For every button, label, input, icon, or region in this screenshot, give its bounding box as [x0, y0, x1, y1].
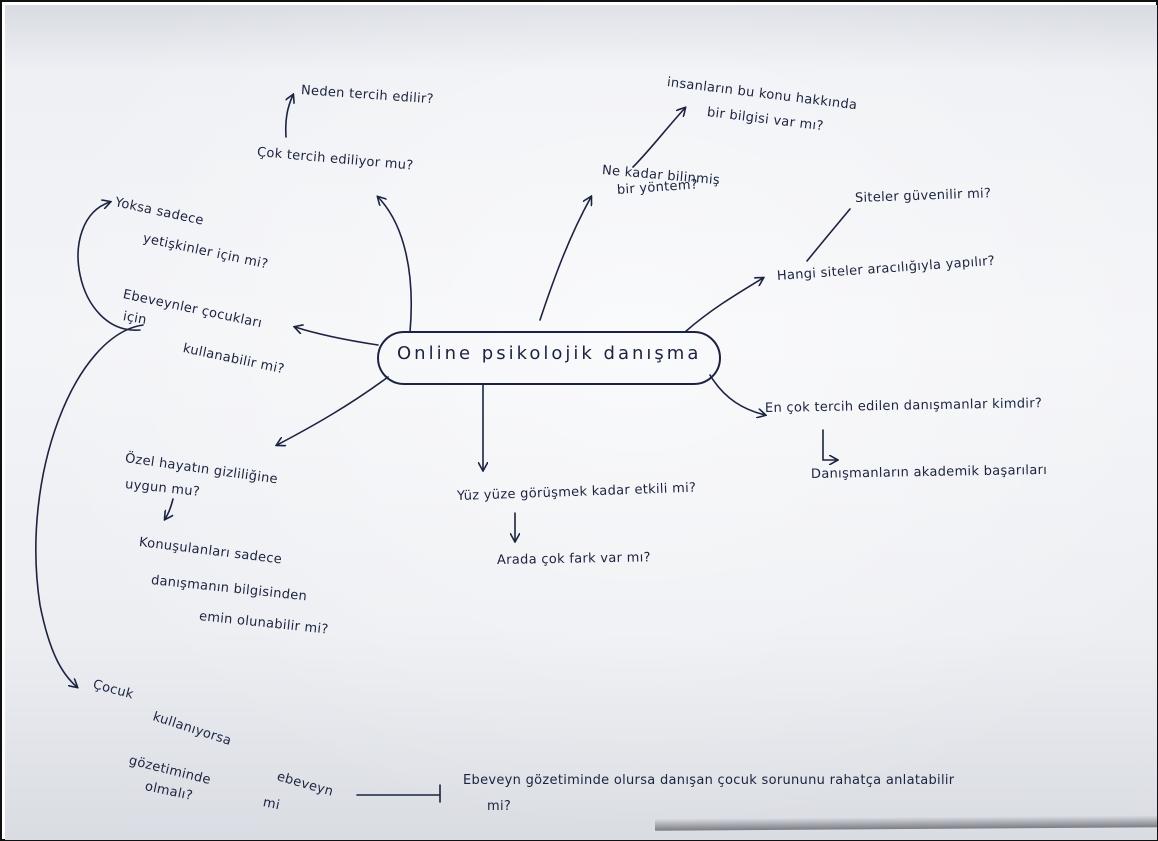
link-loop-yoksa [77, 202, 141, 331]
link-center-ne-kadar [539, 197, 591, 321]
link-encok-akademik [822, 429, 837, 460]
node-arada: Arada çok fark var mı? [496, 550, 651, 568]
link-center-ebeveyn [295, 327, 379, 346]
node-ebeveyn-gozetim-line2: mi? [487, 799, 512, 814]
link-loop-cocuk [35, 324, 144, 687]
link-ozel-konusulan [165, 498, 174, 519]
link-center-cok-tercih [378, 197, 413, 333]
link-cok-neden [284, 95, 293, 138]
node-cocuk-line5: mi [261, 795, 282, 814]
link-center-encok [709, 374, 765, 415]
link-hangi-siteler [806, 208, 851, 262]
link-center-ozel [277, 376, 389, 445]
link-nekadar-bilgi [632, 108, 685, 168]
mind-map-links [35, 5, 851, 803]
paper-sheet: Online psikolojik danışma Neden tercih e… [5, 5, 1157, 840]
node-ebeveyn-gozetim-line1: Ebeveyn gözetiminde olursa danışan çocuk… [463, 773, 955, 788]
link-center-hangi [684, 278, 763, 333]
center-node-bubble [377, 331, 721, 385]
center-node-label: Online psikolojik danışma [397, 343, 702, 364]
